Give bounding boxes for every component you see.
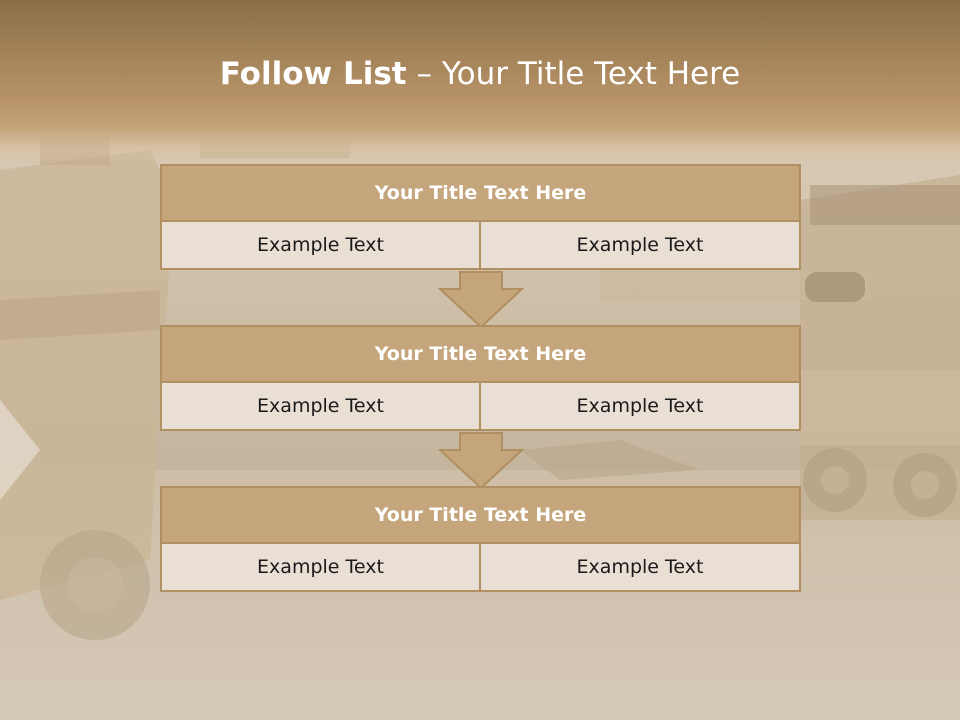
block-cell-right: Example Text <box>479 220 801 270</box>
block-cell-left: Example Text <box>160 542 481 592</box>
list-block-1: Your Title Text Here Example Text Exampl… <box>160 164 801 270</box>
list-block-3: Your Title Text Here Example Text Exampl… <box>160 486 801 592</box>
slide-title: Follow List – Your Title Text Here <box>0 56 960 92</box>
block-header: Your Title Text Here <box>160 486 801 544</box>
slide-title-bold: Follow List <box>219 56 407 92</box>
list-block-2: Your Title Text Here Example Text Exampl… <box>160 325 801 431</box>
block-cell-right: Example Text <box>479 542 801 592</box>
down-arrow-icon <box>438 271 524 329</box>
block-header: Your Title Text Here <box>160 325 801 383</box>
block-cell-left: Example Text <box>160 381 481 431</box>
block-header: Your Title Text Here <box>160 164 801 222</box>
block-cell-right: Example Text <box>479 381 801 431</box>
title-band <box>0 0 960 165</box>
slide-title-rest: – Your Title Text Here <box>406 56 741 92</box>
block-cell-left: Example Text <box>160 220 481 270</box>
down-arrow-icon <box>438 432 524 490</box>
